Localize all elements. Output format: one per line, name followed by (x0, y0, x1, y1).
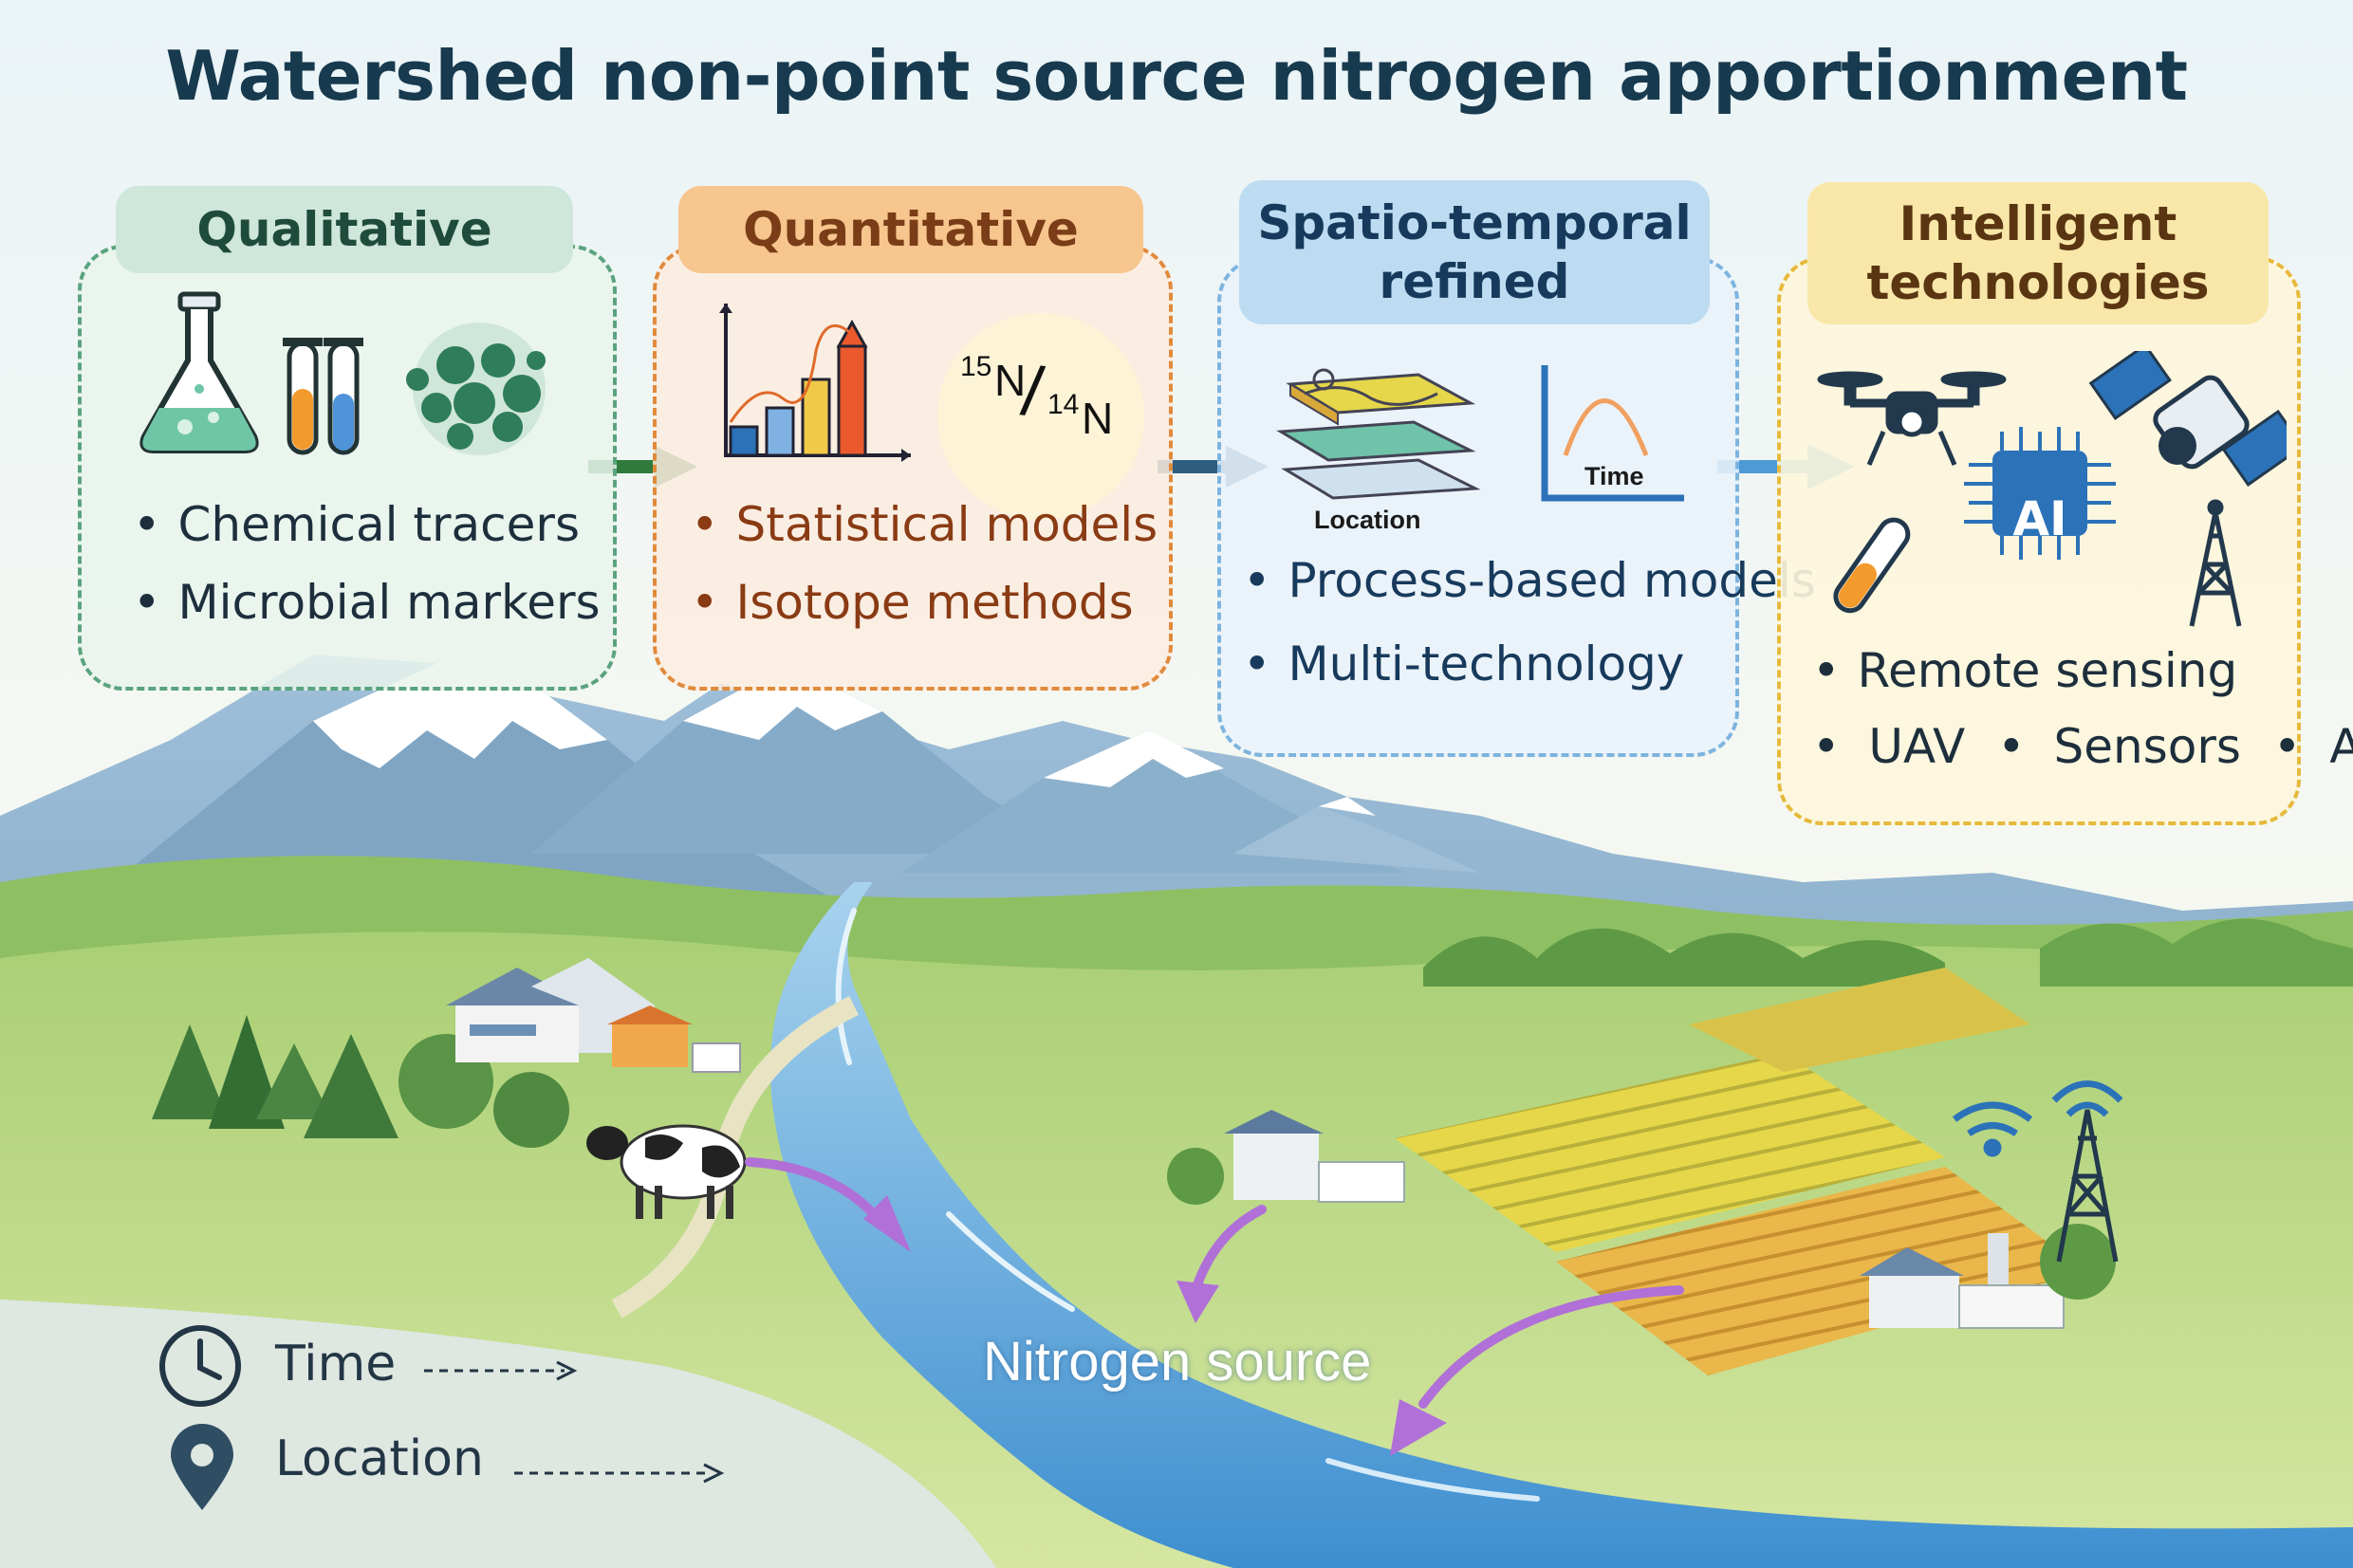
item-sensors: Sensors (2053, 719, 2241, 774)
layered-map-icon (1276, 368, 1481, 500)
bullet-microbial-markers: Microbial markers (133, 563, 601, 641)
location-pin-icon (171, 1424, 233, 1510)
farmhouse-middle (1167, 1110, 1405, 1205)
bullet-process-based-models: Process-based models (1243, 539, 1816, 622)
spatio-temporal-bullets: Process-based models Multi-technology (1243, 539, 1816, 706)
item-ai: AI (2329, 719, 2353, 774)
ai-chip-icon (1964, 427, 2116, 560)
ai-chip-label: AI (2012, 491, 2067, 546)
radio-tower-icon (2189, 499, 2242, 627)
legend-location-arrow (514, 1463, 725, 1484)
snow-cap-left (313, 655, 607, 768)
bullet-remote-sensing: Remote sensing (1812, 632, 2238, 710)
test-tubes-icon (283, 338, 363, 455)
test-tube-icon (1833, 517, 1911, 614)
qualitative-heading: Qualitative (116, 186, 573, 273)
flask-icon (139, 291, 259, 453)
signal-tower (2051, 1080, 2123, 1263)
n15-mass-number: 15 (960, 351, 992, 382)
qualitative-bullets: Chemical tracers Microbial markers (133, 486, 601, 641)
drone-icon (1817, 371, 2007, 466)
time-axis-label: Time (1584, 462, 1644, 490)
qualitative-icons (139, 291, 546, 455)
time-curve-icon (1541, 365, 1684, 502)
crop-field-yellow (1395, 1053, 1945, 1252)
legend-time-arrow (424, 1360, 578, 1381)
item-uav: UAV (1868, 719, 1966, 774)
bullet-isotope-methods: Isotope methods (691, 563, 1158, 641)
n14-mass-number: 14 (1047, 389, 1080, 420)
n15-element: N (994, 356, 1027, 405)
bullet-statistical-models: Statistical models (691, 486, 1158, 563)
crop-field-orange (1556, 1167, 2087, 1375)
legend-ground (0, 1300, 996, 1568)
microbe-cluster-icon (406, 323, 546, 455)
clock-icon (159, 1325, 241, 1407)
quantitative-heading: Quantitative (678, 186, 1143, 273)
snow-cap-center (683, 664, 882, 740)
intelligent-icons (1817, 351, 2287, 627)
quantitative-bullets: Statistical models Isotope methods (691, 486, 1158, 641)
legend-time-label: Time (275, 1336, 397, 1393)
mountain-peak-center (531, 664, 1091, 854)
river (770, 882, 2353, 1568)
wifi-icon (1952, 1101, 2033, 1157)
nitrogen-flow-arrows (745, 1157, 1684, 1409)
bar-chart-icon (719, 304, 911, 462)
nitrogen-source-label: Nitrogen source (983, 1331, 1372, 1393)
bullet-multi-technology: Multi-technology (1243, 622, 1816, 706)
cow (586, 1124, 747, 1219)
n14-element: N (1082, 394, 1114, 443)
legend-location-label: Location (275, 1430, 484, 1487)
intelligent-heading: Intelligent technologies (1807, 182, 2269, 324)
bullet-chemical-tracers: Chemical tracers (133, 486, 601, 563)
spatio-temporal-heading: Spatio-temporal refined (1239, 180, 1710, 324)
diagram-title: Watershed non-point source nitrogen appo… (165, 36, 2188, 116)
intelligent-bullets: Remote sensing (1812, 632, 2238, 710)
intelligent-inline-items: UAV Sensors AI (1812, 719, 2353, 774)
isotope-ratio-label: 15 N / 14 N (960, 351, 1150, 455)
satellite-icon (2088, 351, 2287, 488)
snow-cap-right (1044, 730, 1224, 787)
location-axis-label: Location (1314, 506, 1421, 534)
factory (1860, 1224, 2116, 1329)
farmhouse-left (446, 958, 741, 1073)
